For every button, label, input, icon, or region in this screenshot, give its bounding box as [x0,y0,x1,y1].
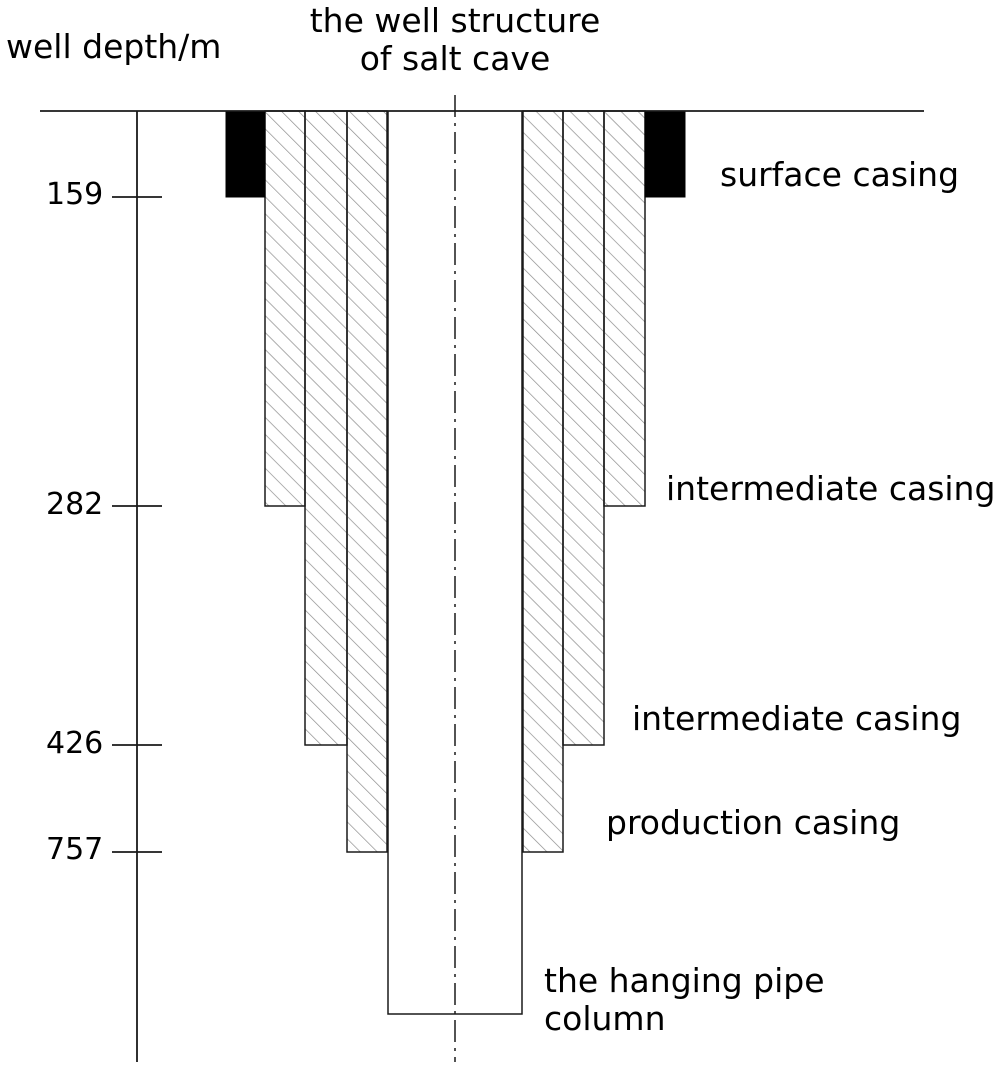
production-casing-right [522,110,564,853]
intermediate-casing-2-right [562,110,605,746]
hanging-pipe-label-line1: the hanging pipe [544,961,825,1000]
axis-title: well depth/m [6,27,222,66]
surface-casing-right [644,110,686,198]
hanging-pipe-label-line2: column [544,998,666,1038]
intermediate-casing-1-right [603,110,646,507]
depth-label-282: 282 [46,487,104,522]
intermediate-casing-label-2: intermediate casing [632,699,962,738]
diagram-title: the well structure of salt cave [300,2,610,78]
intermediate-casing-2-left [304,110,348,746]
depth-label-757: 757 [46,832,104,867]
surface-casing-label: surface casing [720,155,960,194]
depth-label-426: 426 [46,726,104,761]
production-casing-left [346,110,388,853]
depth-label-159: 159 [46,177,104,212]
hanging-pipe-column-label: the hanging pipe column [544,962,825,1038]
intermediate-casing-label-1: intermediate casing [666,469,996,508]
surface-casing-left [225,110,266,198]
diagram-title-line2: of salt cave [359,38,551,78]
production-casing-label: production casing [606,803,901,842]
intermediate-casing-1-left [264,110,306,507]
diagram-title-line1: the well structure [309,1,601,40]
